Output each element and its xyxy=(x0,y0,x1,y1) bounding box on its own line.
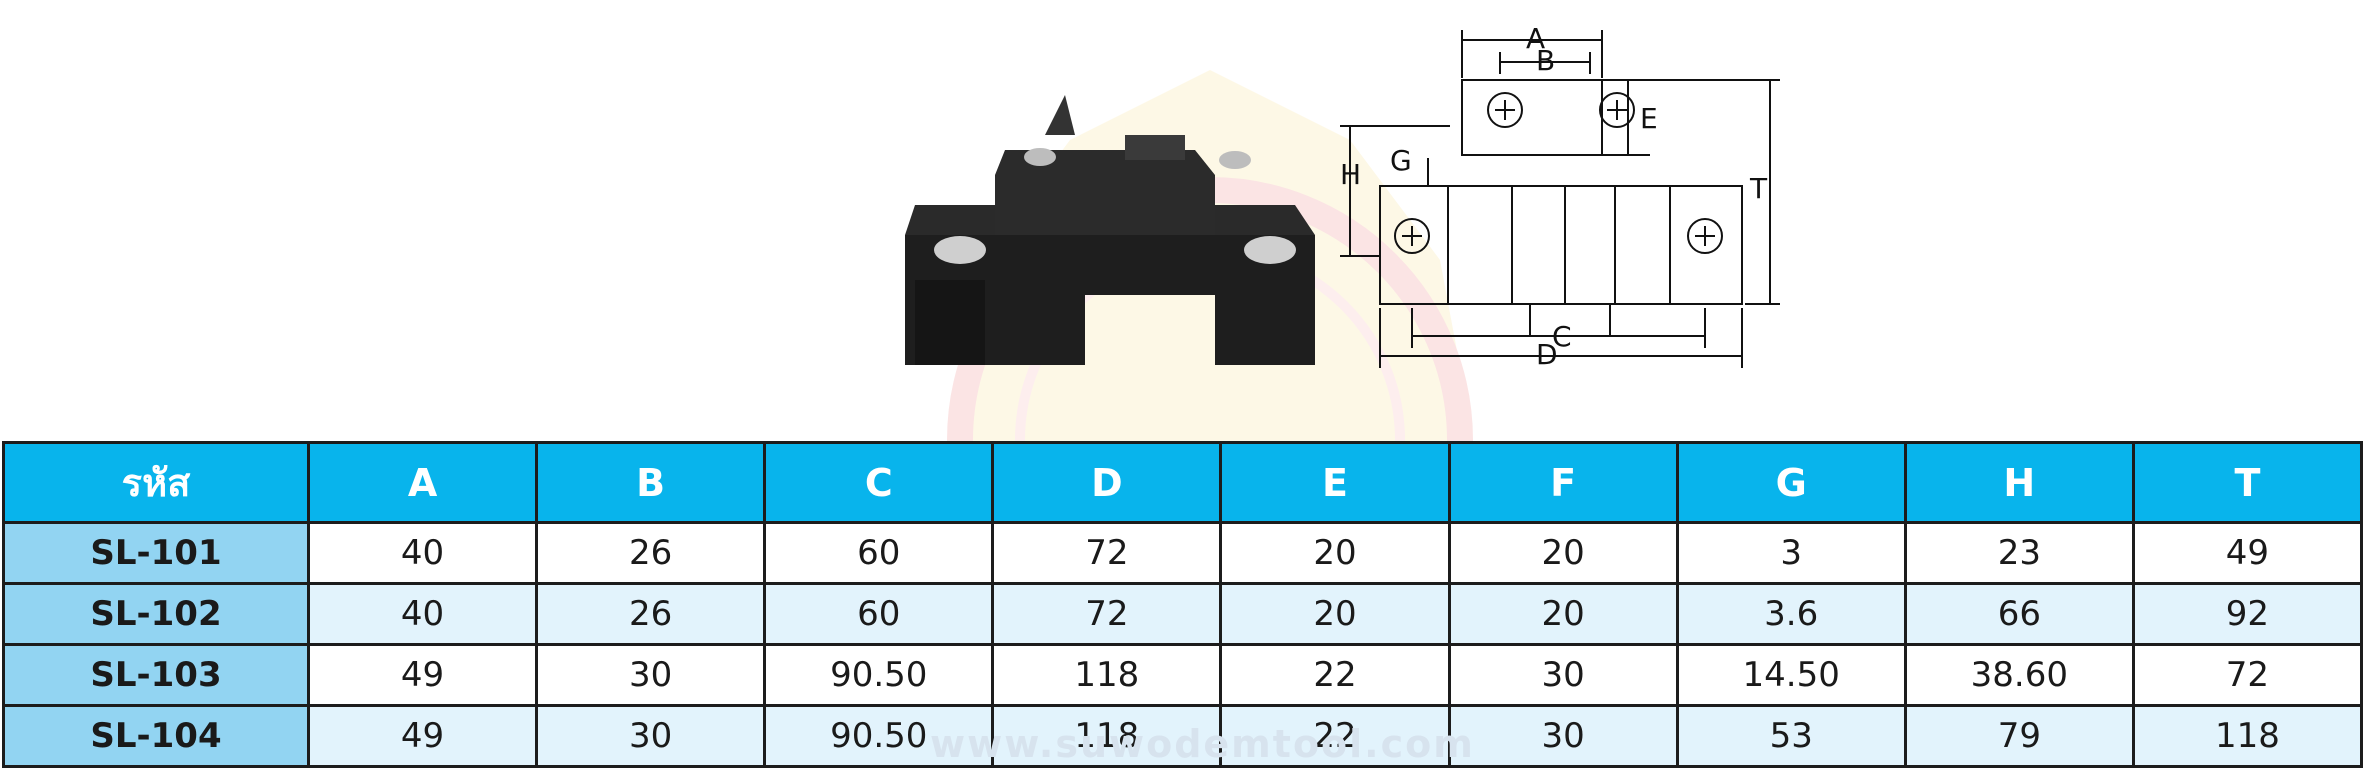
header-g: G xyxy=(1675,441,1907,524)
dim-label-h: H xyxy=(1340,158,1361,191)
cell: 66 xyxy=(1903,582,2135,646)
cell: 20 xyxy=(1447,521,1679,585)
cell: 72 xyxy=(2131,643,2364,707)
cell: 20 xyxy=(1447,582,1679,646)
cell: 40 xyxy=(306,582,539,646)
cell: 60 xyxy=(763,521,995,585)
cell: 49 xyxy=(306,643,539,707)
table-row: SL-104 49 30 90.50 118 22 30 53 79 118 xyxy=(2,704,2364,768)
spec-table: รหัส A B C D E F G H T SL-101 40 26 60 7… xyxy=(2,441,2364,768)
table-header-row: รหัส A B C D E F G H T xyxy=(2,441,2364,524)
cell: 118 xyxy=(991,643,1223,707)
dim-label-g: G xyxy=(1390,144,1412,177)
cell-code: SL-102 xyxy=(2,582,310,646)
cell: 38.60 xyxy=(1903,643,2135,707)
dim-label-a: A xyxy=(1526,22,1545,55)
cell: 26 xyxy=(535,521,767,585)
table-row: SL-101 40 26 60 72 20 20 3 23 49 xyxy=(2,521,2364,585)
table-row: SL-102 40 26 60 72 20 20 3.6 66 92 xyxy=(2,582,2364,646)
product-photo xyxy=(905,95,1315,365)
header-h: H xyxy=(1903,441,2135,524)
header-code: รหัส xyxy=(2,441,310,524)
cell: 60 xyxy=(763,582,995,646)
dim-label-e: E xyxy=(1640,102,1658,135)
cell: 92 xyxy=(2131,582,2364,646)
cell: 3.6 xyxy=(1675,582,1907,646)
header-t: T xyxy=(2131,441,2364,524)
cell: 30 xyxy=(535,643,767,707)
header-e: E xyxy=(1219,441,1451,524)
cell: 20 xyxy=(1219,582,1451,646)
cell: 72 xyxy=(991,582,1223,646)
technical-drawing: A B E T H G C D xyxy=(1340,22,1780,368)
cell: 72 xyxy=(991,521,1223,585)
cell-code: SL-104 xyxy=(2,704,310,768)
cell: 90.50 xyxy=(763,704,995,768)
cell: 30 xyxy=(535,704,767,768)
dim-label-b: B xyxy=(1536,44,1555,77)
header-a: A xyxy=(306,441,539,524)
cell: 30 xyxy=(1447,643,1679,707)
header-d: D xyxy=(991,441,1223,524)
header-b: B xyxy=(535,441,767,524)
cell: 90.50 xyxy=(763,643,995,707)
cell: 30 xyxy=(1447,704,1679,768)
dim-label-c: C xyxy=(1552,320,1572,353)
cell: 22 xyxy=(1219,643,1451,707)
table-row: SL-103 49 30 90.50 118 22 30 14.50 38.60… xyxy=(2,643,2364,707)
cell: 23 xyxy=(1903,521,2135,585)
cell: 49 xyxy=(306,704,539,768)
cell: 118 xyxy=(991,704,1223,768)
header-c: C xyxy=(763,441,995,524)
dim-label-d: D xyxy=(1536,338,1558,368)
cell: 79 xyxy=(1903,704,2135,768)
cell: 118 xyxy=(2131,704,2364,768)
dim-label-t: T xyxy=(1749,172,1768,205)
cell-code: SL-103 xyxy=(2,643,310,707)
cell: 3 xyxy=(1675,521,1907,585)
cell: 22 xyxy=(1219,704,1451,768)
cell: 49 xyxy=(2131,521,2364,585)
cell: 20 xyxy=(1219,521,1451,585)
cell: 53 xyxy=(1675,704,1907,768)
header-f: F xyxy=(1447,441,1679,524)
cell: 40 xyxy=(306,521,539,585)
cell: 14.50 xyxy=(1675,643,1907,707)
cell-code: SL-101 xyxy=(2,521,310,585)
cell: 26 xyxy=(535,582,767,646)
